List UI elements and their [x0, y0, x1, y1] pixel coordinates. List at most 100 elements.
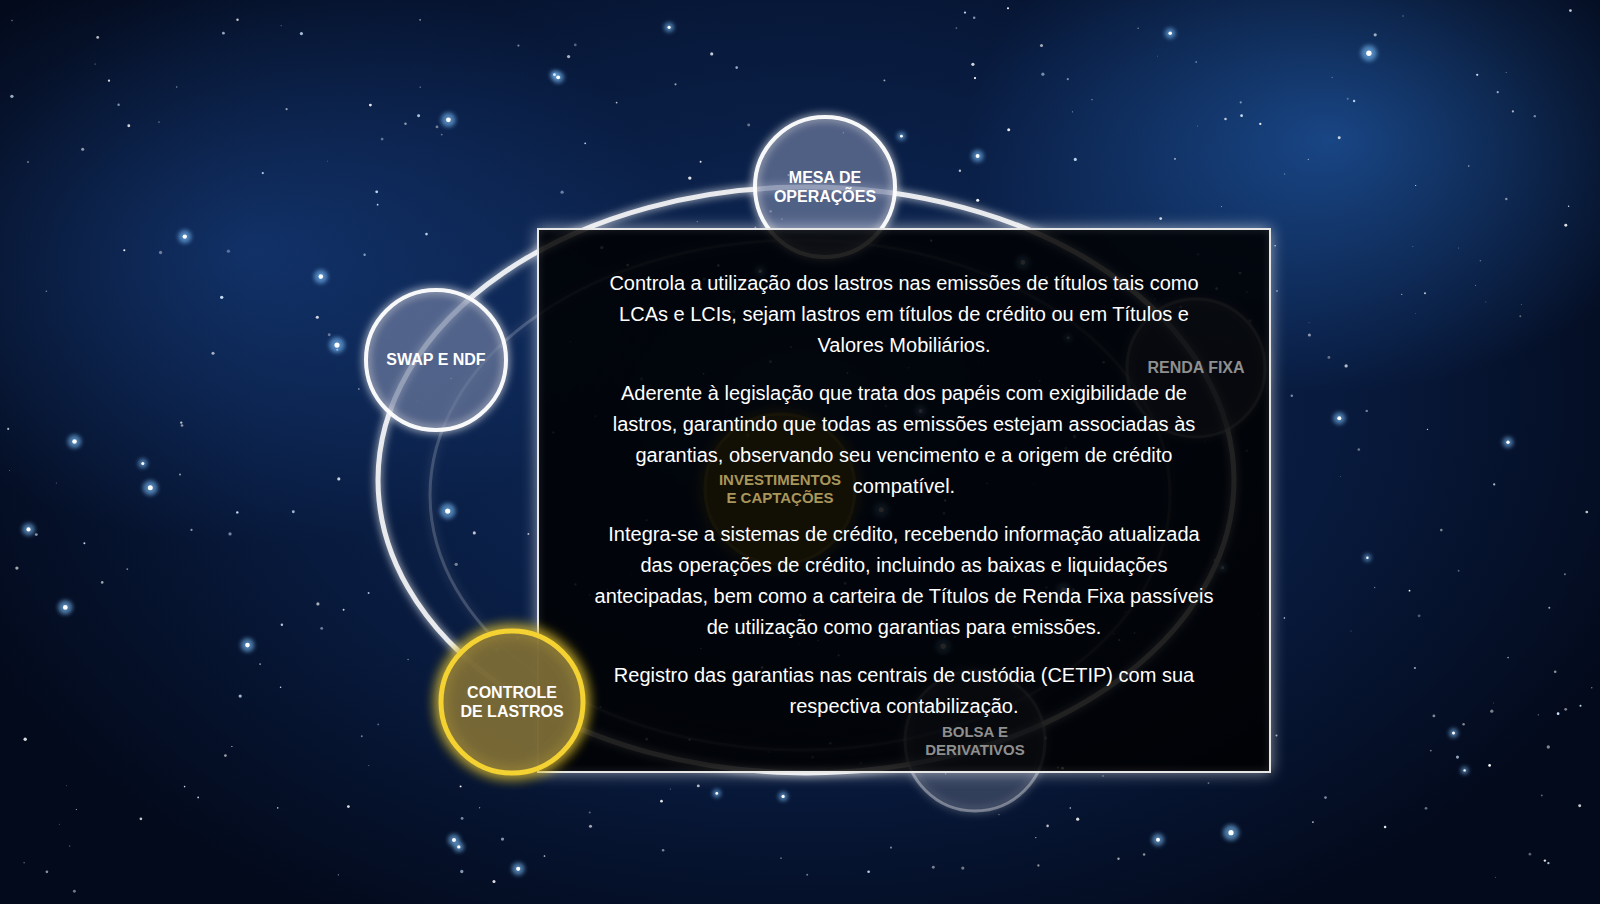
star [1440, 529, 1443, 532]
star [7, 428, 9, 430]
bright-star [148, 485, 153, 490]
star [1554, 670, 1557, 673]
star [460, 785, 462, 787]
module-circle: SWAP E NDF [363, 287, 509, 433]
bright-star [141, 462, 144, 465]
star [976, 199, 979, 202]
module-label: MESA DE OPERAÇÕES [769, 168, 881, 206]
star [1137, 28, 1138, 29]
star [1569, 9, 1572, 12]
star [662, 849, 665, 852]
star [1557, 712, 1560, 715]
star-glow [68, 435, 82, 449]
star [883, 79, 885, 81]
star [96, 36, 99, 39]
star [1156, 55, 1158, 57]
star [501, 837, 504, 840]
star [688, 176, 691, 179]
star [436, 126, 439, 129]
star [1480, 260, 1482, 262]
star [1070, 807, 1071, 808]
star [343, 609, 345, 611]
star [806, 874, 808, 876]
star [328, 333, 331, 336]
star [101, 581, 104, 584]
star [1591, 687, 1593, 689]
star [1159, 217, 1162, 220]
star [956, 27, 958, 29]
star [338, 874, 339, 875]
star [140, 817, 143, 820]
star-glow [1364, 554, 1371, 561]
star [517, 45, 519, 47]
star [560, 191, 563, 194]
star [1493, 702, 1495, 704]
star [158, 121, 159, 122]
star [1208, 782, 1210, 784]
star [222, 32, 225, 35]
star [1476, 74, 1478, 76]
bright-star [63, 605, 68, 610]
star-glow [897, 132, 905, 140]
star [1344, 364, 1347, 367]
star [280, 686, 282, 688]
star [544, 855, 546, 857]
star [1327, 356, 1330, 359]
star [1074, 158, 1077, 161]
star [123, 249, 125, 251]
star [1547, 862, 1549, 864]
star [1332, 77, 1333, 78]
star [574, 44, 577, 47]
bright-star [1168, 32, 1172, 36]
star [1409, 590, 1411, 592]
star [181, 424, 184, 427]
star [368, 765, 370, 767]
star [1505, 198, 1507, 200]
star-glow [440, 503, 456, 519]
star [1339, 475, 1341, 477]
star [197, 797, 199, 799]
star [76, 809, 77, 810]
star [1384, 826, 1387, 829]
star [1007, 128, 1010, 131]
bright-star [1463, 769, 1465, 771]
star [1425, 807, 1428, 810]
bright-star [668, 26, 671, 29]
star [959, 169, 961, 171]
star [377, 723, 379, 725]
module-label: BOLSA E DERIVATIVOS [919, 723, 1031, 759]
star [358, 388, 359, 389]
star-glow [512, 862, 525, 875]
star-glow [441, 113, 456, 128]
star [1415, 185, 1416, 186]
star [363, 254, 365, 256]
bright-star [715, 792, 718, 795]
star [998, 814, 999, 815]
detail-panel: Controla a utilização dos lastros nas em… [537, 228, 1271, 773]
star [1284, 617, 1286, 619]
star [1324, 796, 1327, 799]
star [190, 529, 192, 531]
star-glow [143, 480, 158, 495]
star [292, 510, 295, 513]
star [1040, 44, 1043, 47]
bright-star [1337, 416, 1341, 420]
star [697, 784, 700, 787]
star [1035, 837, 1036, 838]
star [1067, 78, 1069, 80]
star [117, 104, 119, 106]
star [1534, 115, 1536, 117]
star [1568, 205, 1569, 206]
star [27, 161, 29, 163]
star [1308, 334, 1311, 337]
star [1414, 667, 1416, 669]
bright-star [245, 643, 250, 648]
star [369, 104, 372, 107]
star [973, 16, 975, 18]
star-glow [1152, 834, 1164, 846]
star [1427, 429, 1428, 430]
bright-star [1156, 838, 1160, 842]
module-label: CONTROLE DE LASTROS [456, 683, 568, 721]
star [1224, 118, 1227, 121]
star [1564, 224, 1567, 227]
